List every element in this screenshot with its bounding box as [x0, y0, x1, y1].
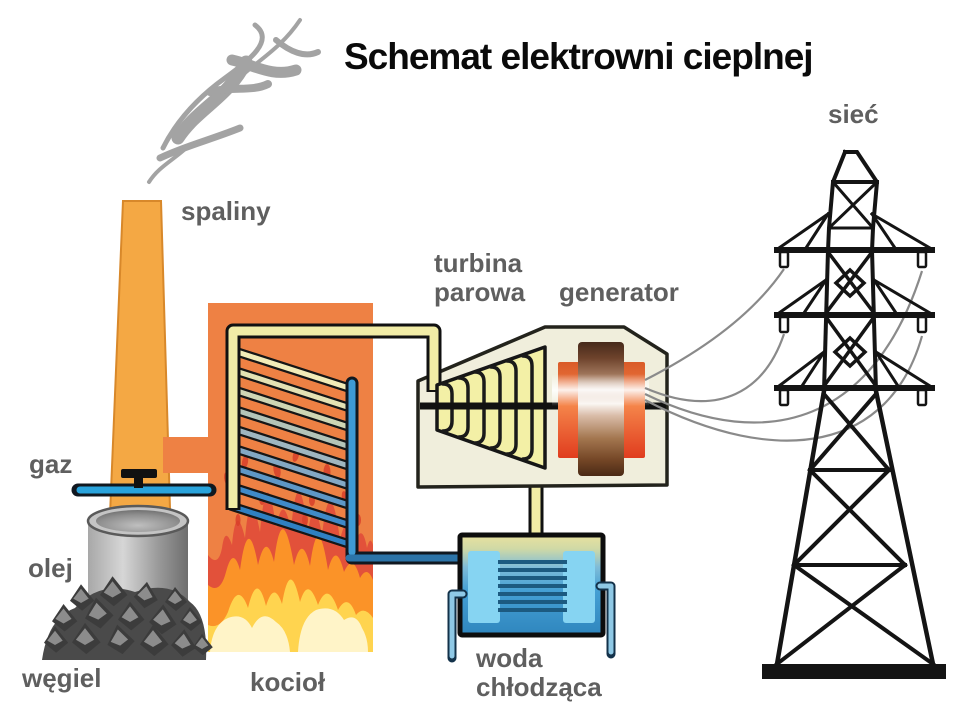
page-title: Schemat elektrowni cieplnej: [344, 36, 814, 77]
label-grid: sieć: [828, 99, 879, 129]
condenser: [457, 532, 606, 638]
power-lines: [644, 268, 924, 442]
label-coal: węgiel: [22, 663, 102, 693]
feedwater-pipe: [345, 376, 471, 565]
label-cooling-water: woda chłodząca: [476, 643, 602, 702]
label-oil: olej: [28, 553, 73, 583]
label-generator: generator: [559, 277, 679, 307]
generator-unit: [552, 342, 649, 476]
generator-rotor: [578, 342, 624, 476]
gas-valve-icon: [121, 469, 157, 488]
label-steam-turbine: turbina parowa: [434, 248, 526, 307]
label-flue-gas: spaliny: [181, 196, 271, 226]
coal-pile: [42, 576, 213, 660]
steam-pipe: [225, 323, 442, 510]
gas-pipe: [71, 469, 217, 497]
cooling-water-pipes: [447, 581, 616, 663]
smoke-icon: [147, 18, 321, 184]
transmission-tower: [762, 149, 946, 679]
boiler-coil: [226, 345, 357, 550]
label-boiler: kocioł: [250, 667, 326, 697]
label-gas: gaz: [29, 449, 73, 479]
insulator-icon: [778, 250, 928, 407]
